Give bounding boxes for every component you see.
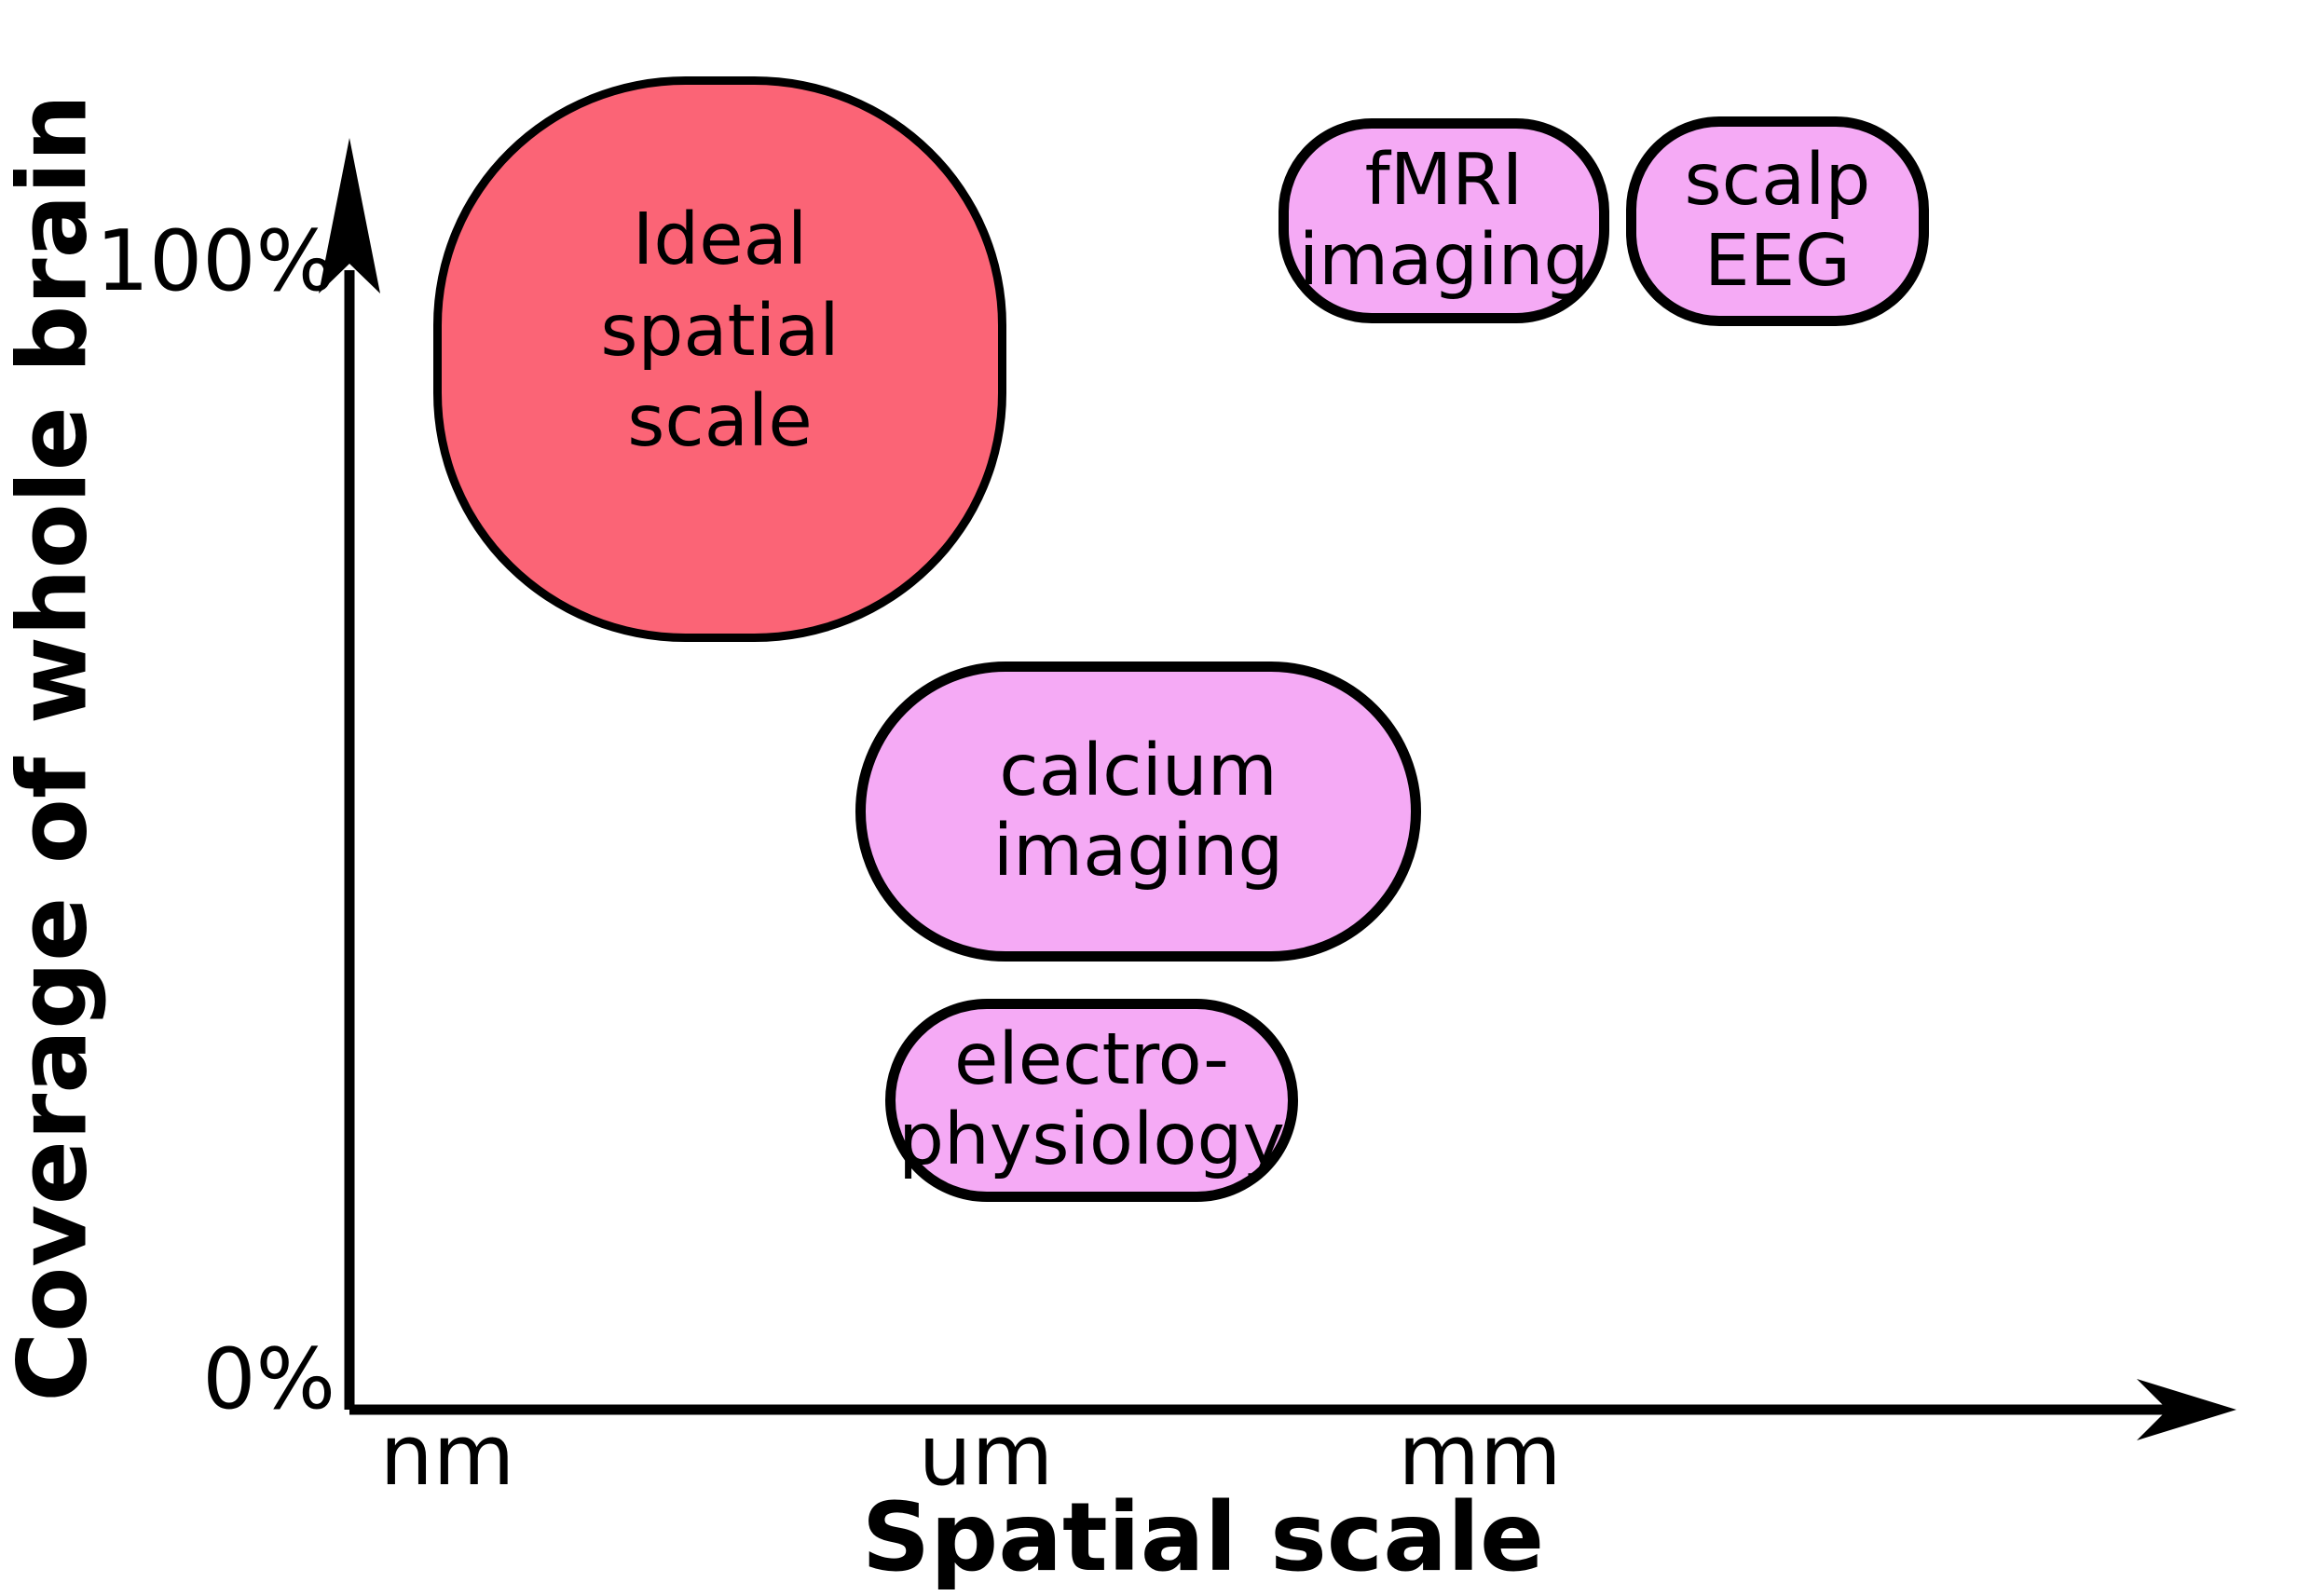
bubble-label-line: calcium xyxy=(999,729,1278,812)
x-tick-um: um xyxy=(918,1407,1054,1505)
y-axis-arrowhead-icon xyxy=(319,138,380,293)
y-tick-100: 100% xyxy=(95,212,335,310)
bubble-label-line: EEG xyxy=(1704,219,1851,303)
bubble-label-line: spatial xyxy=(600,289,840,373)
bubble-label-line: physiology xyxy=(898,1098,1285,1181)
bubble-scalp-eeg: scalp EEG xyxy=(1626,116,1929,326)
x-tick-mm: mm xyxy=(1398,1407,1562,1505)
bubble-label-line: scalp xyxy=(1684,139,1871,223)
bubble-label-line: electro- xyxy=(954,1017,1229,1101)
bubble-fmri-imaging: fMRI imaging xyxy=(1279,118,1609,323)
bubble-label-line: imaging xyxy=(1298,219,1590,302)
x-axis-arrowhead-icon xyxy=(2137,1379,2236,1440)
bubble-label-line: imaging xyxy=(992,810,1284,893)
bubble-electro-physiology: electro- physiology xyxy=(885,999,1298,1202)
bubble-ideal-spatial-scale: Ideal spatial scale xyxy=(433,76,1006,642)
bubble-calcium-imaging: calcium imaging xyxy=(855,662,1421,962)
bubble-label-line: scale xyxy=(627,380,813,464)
x-tick-nm: nm xyxy=(379,1407,515,1505)
y-tick-0: 0% xyxy=(202,1330,335,1428)
x-axis-title: Spatial scale xyxy=(861,1482,1545,1593)
y-axis-title: Coverage of whole brain xyxy=(0,93,109,1402)
bubble-label-line: fMRI xyxy=(1364,138,1524,222)
bubble-label-line: Ideal xyxy=(632,198,808,281)
